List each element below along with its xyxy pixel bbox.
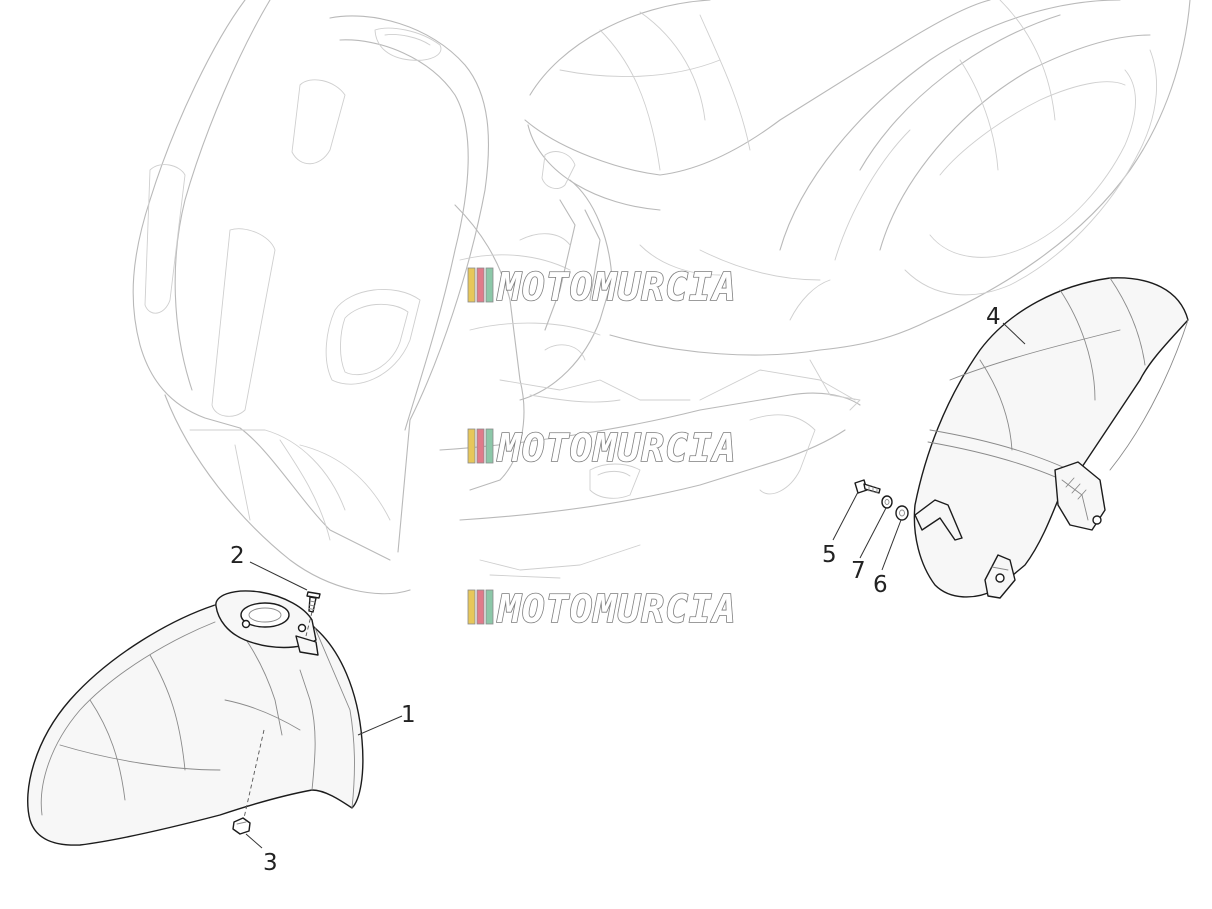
leader-line-1 — [357, 715, 403, 736]
watermark-stripe-green — [485, 428, 494, 464]
callout-4: 4 — [986, 304, 1001, 330]
watermark-stripe-red — [476, 267, 485, 303]
callout-6: 6 — [873, 572, 888, 598]
front-mudguard-part — [27, 590, 364, 846]
rear-mudguard-part — [913, 277, 1189, 599]
watermark-1: MOTOMURCIA — [467, 264, 737, 310]
watermark-text: MOTOMURCIA — [496, 426, 737, 470]
callout-2: 2 — [230, 543, 245, 569]
leader-line-3 — [245, 833, 263, 849]
scooter-body-outline — [132, 0, 1191, 595]
callout-labels: 1 2 3 4 5 6 7 — [230, 304, 1001, 876]
washer-small-part — [881, 495, 893, 509]
callout-3: 3 — [263, 850, 278, 876]
watermark-stripe-green — [485, 589, 494, 625]
leader-line-5 — [832, 491, 859, 541]
watermark-stripe-yellow — [467, 267, 476, 303]
callout-5: 5 — [822, 542, 837, 568]
watermark-stripe-yellow — [467, 428, 476, 464]
leader-line-4 — [1002, 322, 1026, 345]
callout-7: 7 — [851, 558, 866, 584]
leader-lines — [245, 322, 1026, 849]
watermark-stripe-red — [476, 589, 485, 625]
watermark-text: MOTOMURCIA — [496, 265, 737, 309]
leader-line-7 — [859, 507, 887, 559]
nut-part — [232, 817, 251, 835]
leader-line-2 — [249, 561, 308, 591]
bolt-part — [854, 479, 881, 494]
watermark-stripe-green — [485, 267, 494, 303]
screw-part — [306, 591, 321, 613]
washer-part — [895, 505, 909, 521]
watermark-3: MOTOMURCIA — [467, 586, 737, 632]
watermark-stripe-yellow — [467, 589, 476, 625]
watermark-stripe-red — [476, 428, 485, 464]
leader-line-6 — [881, 519, 902, 571]
watermark-2: MOTOMURCIA — [467, 425, 737, 471]
callout-1: 1 — [401, 702, 416, 728]
watermark-text: MOTOMURCIA — [496, 587, 737, 631]
